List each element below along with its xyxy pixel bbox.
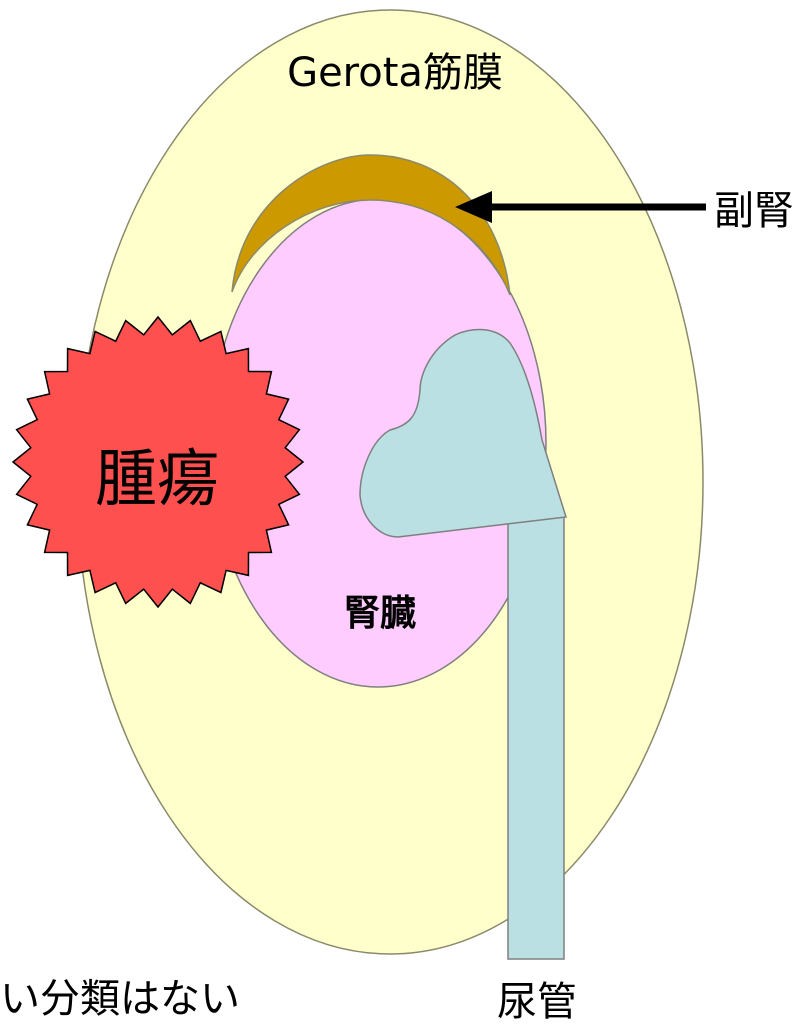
renal-pelvis-shape [359,328,567,538]
caption-text: い分類はない [0,976,240,1022]
tumor-starburst [11,315,305,609]
tumor-label: 腫瘍 [95,442,219,515]
adrenal-label: 副腎 [714,188,794,234]
adrenal-gland-shape [231,154,511,296]
kidney-label: 腎臓 [344,593,416,634]
adrenal-arrow-head [455,191,492,223]
ureter-label: 尿管 [497,979,577,1025]
gerota-fascia-label: Gerota筋膜 [287,50,503,96]
ureter-tube [507,516,565,960]
